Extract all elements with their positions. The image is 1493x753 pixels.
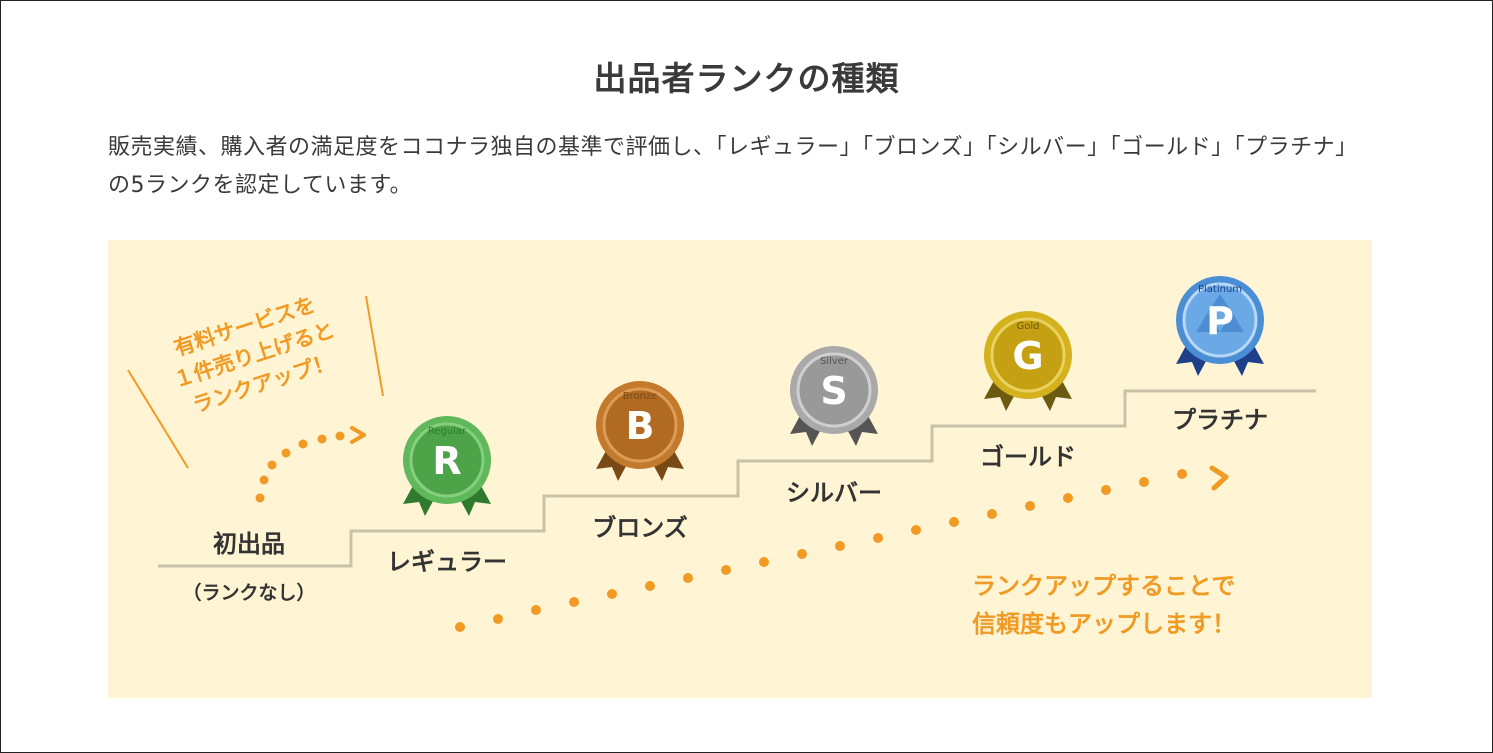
bronze-medal-word: Bronze [623,391,658,402]
silver-medal-letter: S [820,369,847,413]
promo-bottom-text: ランクアップすることで 信頼度もアップします！ [972,572,1236,638]
bronze-medal-icon: B Bronze [596,381,684,481]
rank-label-platinum: プラチナ [1172,406,1268,434]
short-dotted-arrow [255,426,366,503]
promo-bracket-left [127,369,189,469]
silver-medal-word: Silver [820,356,849,367]
rank-label-silver: シルバー [786,479,882,507]
page-description: 販売実績、購入者の満足度をココナラ独自の基準で評価し、「レギュラー」「ブロンズ」… [108,135,1358,198]
platinum-medal-letter: P [1206,299,1234,343]
regular-medal-icon: R Regular [403,416,491,516]
diagram-graphics [127,295,1316,632]
long-dotted-arrow [455,465,1229,632]
gold-medal-icon: G Gold [984,311,1072,411]
gold-medal-word: Gold [1017,321,1040,332]
rank-label-bronze: ブロンズ [592,514,688,542]
regular-medal-letter: R [432,439,461,483]
rank-staircase-line [158,389,1316,568]
rank-label-regular: レギュラー [387,548,507,576]
page-title: 出品者ランクの種類 [593,59,900,98]
start-label: 初出品 [213,530,285,558]
silver-medal-icon: S Silver [790,346,878,446]
gold-medal-letter: G [1012,334,1043,378]
platinum-medal-icon: P Platinum [1176,276,1264,376]
start-sublabel: （ランクなし） [182,582,316,604]
platinum-medal-word: Platinum [1198,284,1242,295]
bronze-medal-letter: B [626,404,655,448]
promo-bracket-right [365,295,384,397]
regular-medal-word: Regular [428,426,467,437]
rank-diagram: 有料サービスを １件売り上げると ランクアップ！ 初出品 （ランクなし） R R… [108,240,1372,698]
rank-label-gold: ゴールド [980,443,1076,471]
